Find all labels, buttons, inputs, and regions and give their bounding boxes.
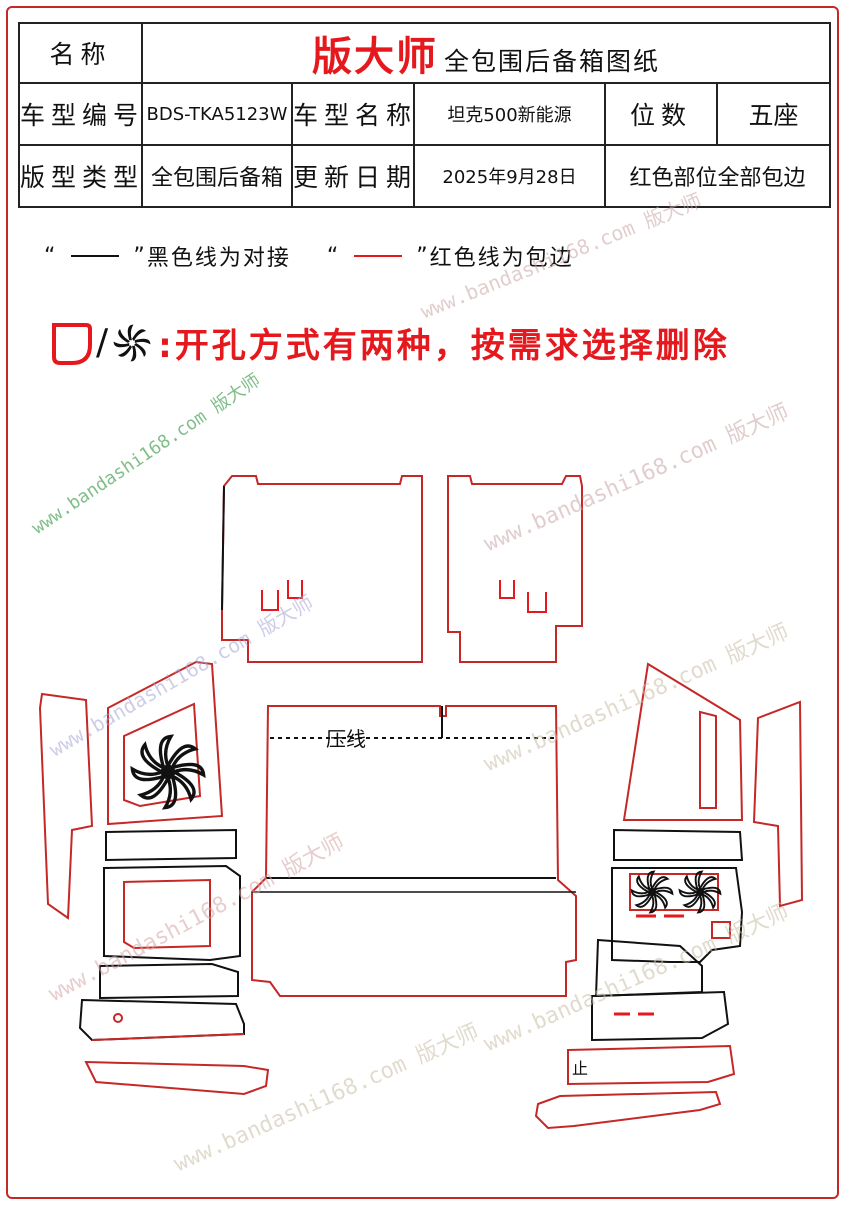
crease-label: 压线 (326, 727, 366, 751)
page-border (6, 6, 839, 1199)
quote-open: “ (44, 243, 58, 269)
red-line-swatch (354, 255, 403, 257)
model-name-label: 车型名称 (291, 82, 415, 146)
model-name: 坦克500新能源 (413, 82, 606, 146)
line-legend: “ ” 黑色线为对接 “ ” 红色线为包边 (44, 240, 574, 272)
title-cell: 版大师全包围后备箱图纸 (140, 22, 832, 84)
edge-note: 红色部位全部包边 (603, 144, 832, 208)
black-line-swatch (71, 255, 120, 257)
right-small-label: 止 (572, 1059, 588, 1078)
layout-type: 全包围后备箱 (141, 144, 293, 208)
seatback-right-part (447, 475, 583, 663)
left-wall-parts (38, 660, 270, 1096)
quote-open-2: “ (326, 243, 341, 269)
red-line-text: 红色线为包边 (429, 246, 574, 271)
spec-table: 名称 版大师全包围后备箱图纸 车型编号 BDS-TKA5123W 车型名称 坦克… (18, 22, 832, 208)
model-code-label: 车型编号 (18, 82, 143, 146)
square-hole-icon (52, 322, 92, 365)
seatback-left-part (221, 475, 423, 663)
black-line-text: 黑色线为对接 (146, 246, 291, 271)
layout-type-label: 版型类型 (18, 144, 143, 208)
update-label: 更新日期 (291, 144, 415, 208)
fan-hole-icon (113, 324, 151, 361)
quote-close-2: ” (416, 243, 430, 269)
hole-options: / :开孔方式有两种，按需求选择删除 (50, 318, 730, 367)
right-wall-parts: 止 (534, 662, 804, 1130)
floor-part: 压线 (251, 705, 577, 997)
hole-instruction: :开孔方式有两种，按需求选择删除 (158, 326, 730, 366)
model-code: BDS-TKA5123W (141, 82, 293, 146)
update-date: 2025年9月28日 (413, 144, 606, 208)
doc-title: 全包围后备箱图纸 (444, 47, 661, 76)
seats-value: 五座 (715, 82, 832, 146)
hole-separator: / (96, 322, 109, 363)
name-label: 名称 (18, 22, 143, 84)
brand-title: 版大师 (312, 34, 438, 80)
seats-label: 位数 (604, 82, 718, 146)
quote-close: ” (133, 243, 147, 269)
